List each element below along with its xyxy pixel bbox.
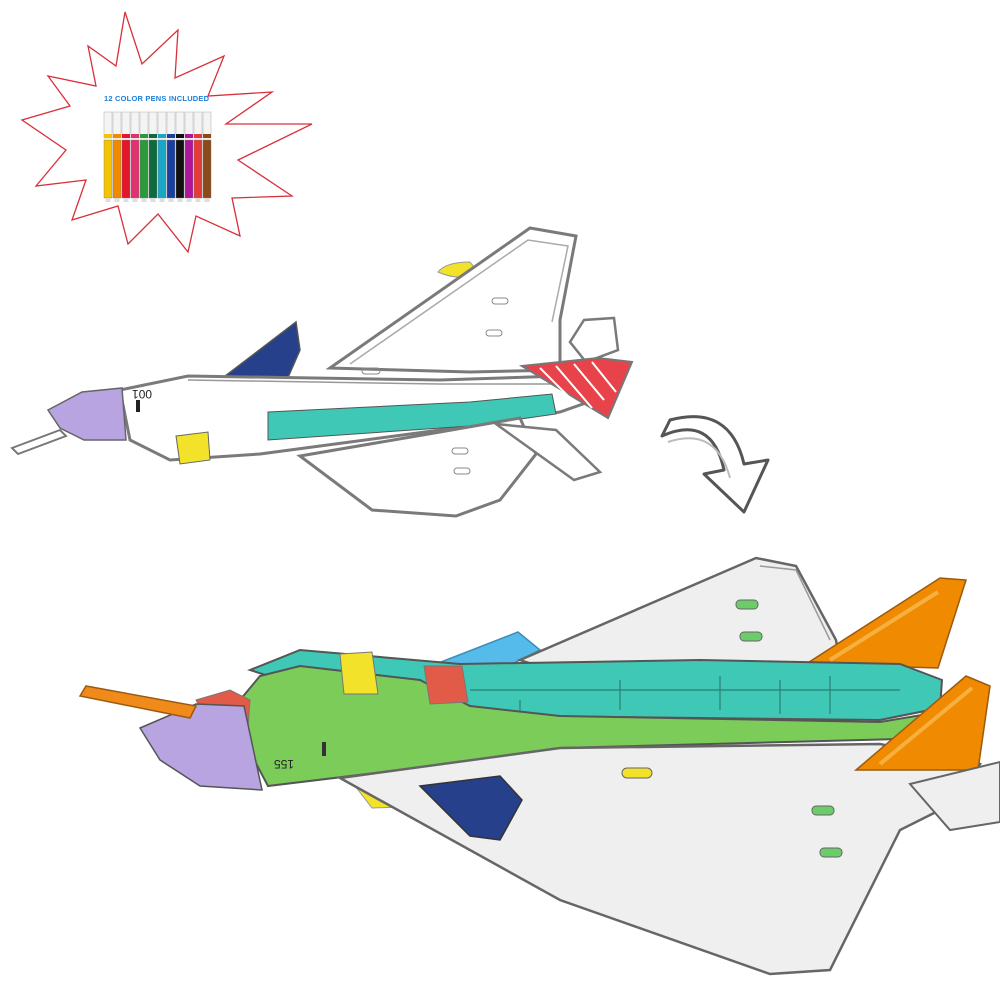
lower-wing	[336, 742, 982, 976]
curved-arrow-icon	[660, 415, 770, 514]
wing-slot	[453, 467, 471, 475]
upper-tail-fin	[568, 316, 620, 364]
wing-slot-yellow	[621, 767, 653, 779]
plane-uncolored: 001	[10, 226, 634, 518]
pens-badge: 12 COLOR PENS INCLUDED	[20, 11, 313, 254]
color-pen	[121, 111, 131, 202]
color-pen	[175, 111, 185, 202]
color-pen	[157, 111, 167, 202]
color-pen	[103, 111, 113, 202]
arrow-shadow	[667, 437, 731, 479]
plane-colored: 155	[78, 556, 1000, 976]
nose-lavender	[46, 387, 127, 441]
fuselage-line	[187, 379, 556, 385]
fin-hatch	[539, 361, 617, 409]
color-pen	[193, 111, 203, 202]
tail-number: 001	[132, 387, 152, 401]
fin-shade	[828, 590, 940, 662]
lower-tail-fin	[491, 422, 603, 482]
fuselage-stripe-teal	[267, 393, 557, 441]
tail-number: 155	[274, 757, 294, 771]
wing-slot-green	[819, 847, 843, 858]
color-pens	[103, 111, 212, 202]
wing-slot	[451, 447, 469, 455]
nose-probe-orange	[78, 685, 198, 719]
tail-number-bar	[136, 400, 140, 412]
wing-slot-green	[735, 599, 759, 610]
cockpit-patch-yellow	[175, 431, 211, 465]
tail-fin-red	[518, 356, 634, 420]
fuselage-green	[238, 664, 942, 788]
color-pen	[202, 111, 212, 202]
nose-probe	[10, 428, 68, 456]
color-pen	[112, 111, 122, 202]
lower-wing	[296, 416, 538, 518]
teal-panel-lines	[470, 676, 900, 716]
wing-slot-green	[811, 805, 835, 816]
color-pen	[139, 111, 149, 202]
cockpit-yellow	[339, 651, 379, 695]
panel-red	[423, 665, 469, 705]
arrow-shape	[660, 415, 770, 514]
upper-wing-edge	[759, 565, 831, 641]
upper-wing	[325, 226, 578, 374]
canard-navy	[217, 320, 301, 383]
color-pen	[184, 111, 194, 202]
color-pen	[148, 111, 158, 202]
wing-slot-green	[739, 631, 763, 642]
lower-tail-plane	[908, 760, 1000, 832]
color-pen	[166, 111, 176, 202]
nose-lavender	[138, 703, 263, 791]
fin-shade	[878, 686, 974, 766]
wing-slot	[485, 329, 503, 337]
upper-wing-inner	[349, 239, 569, 365]
color-pen	[130, 111, 140, 202]
canard-navy	[418, 775, 523, 841]
wing-slot	[361, 367, 381, 375]
pens-caption: 12 COLOR PENS INCLUDED	[104, 94, 210, 103]
tail-number-bar	[322, 742, 326, 756]
wing-slot	[491, 297, 509, 305]
